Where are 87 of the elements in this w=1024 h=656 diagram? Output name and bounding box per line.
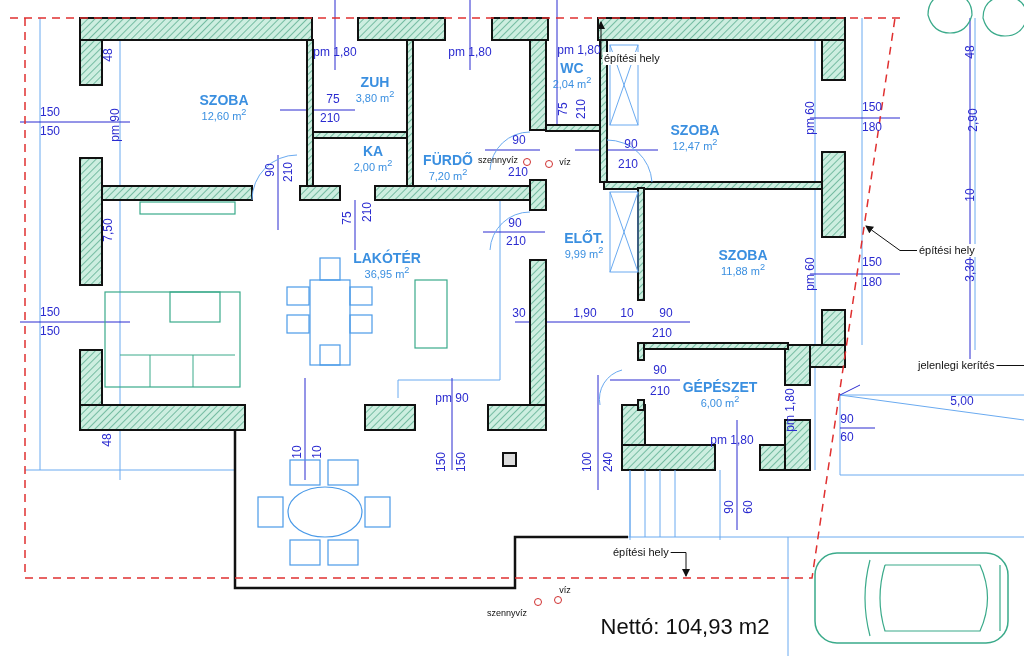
dimension-label: 10 [964, 188, 976, 202]
dimension-label: pm 1,80 [448, 46, 492, 58]
room-area: 3,80 m$^{2}$ [355, 90, 395, 104]
dimension-label: 210 [506, 235, 526, 247]
dimension-label: 180 [862, 121, 882, 133]
net-area-label: Nettó: 104,93 m2 [600, 616, 770, 638]
room-name: LAKÓTÉR [353, 251, 421, 265]
dimension-label: 210 [650, 385, 670, 397]
dimension-label: 100 [581, 452, 593, 472]
dimension-label: pm 1,80 [313, 46, 357, 58]
dimension-label: pm 90 [435, 392, 469, 404]
leader-label: építési hely [612, 546, 670, 559]
dimension-label: pm 60 [804, 257, 816, 291]
dimension-label: 150 [40, 306, 60, 318]
dimension-label: 210 [282, 162, 294, 182]
dimension-label: 90 [512, 134, 526, 146]
dimension-label: 150 [455, 452, 467, 472]
dimension-label: 210 [618, 158, 638, 170]
leader-line [995, 365, 1024, 366]
dimension-label: 150 [862, 256, 882, 268]
room-name: ELŐT. [564, 231, 604, 245]
dimension-label: 180 [862, 276, 882, 288]
leader-label: jelenlegi kerítés [917, 359, 996, 372]
room-name: SZOBA [718, 248, 768, 262]
dimension-label: 150 [40, 125, 60, 137]
dimension-label: 10 [291, 445, 303, 459]
dimension-label: 48 [101, 433, 113, 447]
dimension-label: 240 [602, 452, 614, 472]
dimension-label: 90 [624, 138, 638, 150]
dimension-label: 210 [652, 327, 672, 339]
dimension-label: 90 [508, 217, 522, 229]
dimension-label: 150 [435, 452, 447, 472]
dimension-label: 75 [341, 211, 353, 225]
room-area: 7,20 m$^{2}$ [428, 168, 468, 182]
dimension-label: 150 [40, 325, 60, 337]
dimension-label: 7,50 [102, 218, 114, 242]
dimension-label: pm 60 [804, 101, 816, 135]
dimension-label: 90 [723, 500, 735, 514]
dimension-label: 75 [326, 93, 340, 105]
leader-line [670, 552, 690, 577]
dimension-label: 210 [575, 99, 587, 119]
dimension-label: 30 [512, 307, 526, 319]
leader-label: építési hely [918, 244, 976, 257]
dimension-label: 1,90 [573, 307, 597, 319]
dimension-label: 5,00 [950, 395, 974, 407]
dimension-label: 75 [557, 102, 569, 116]
dimension-label: 150 [862, 101, 882, 113]
room-name: KA [362, 144, 384, 158]
dimension-label: 48 [102, 48, 114, 62]
dimension-label: pm 90 [109, 108, 121, 142]
room-area: 36,95 m$^{2}$ [364, 266, 410, 280]
room-name: SZOBA [670, 123, 720, 137]
dimension-label: 90 [659, 307, 673, 319]
dimension-label: 10 [311, 445, 323, 459]
dimension-label: 10 [620, 307, 634, 319]
dimension-label: pm 1,80 [710, 434, 754, 446]
room-name: ZUH [360, 75, 390, 89]
leader-label: építési hely [603, 52, 661, 65]
dimension-label: 60 [742, 500, 754, 514]
dimension-label: 48 [964, 45, 976, 59]
room-name: SZOBA [199, 93, 249, 107]
dimension-label: pm 1,80 [784, 388, 796, 432]
dimension-label: 90 [653, 364, 667, 376]
room-name: GÉPÉSZET [682, 380, 758, 394]
leader-line [865, 225, 918, 251]
utility-label: szennyvíz [478, 155, 518, 165]
utility-label: szennyvíz [487, 608, 527, 618]
dimension-label: 60 [840, 431, 854, 443]
dimension-label: 210 [361, 202, 373, 222]
dimension-label: 210 [320, 112, 340, 124]
room-area: 12,60 m$^{2}$ [201, 108, 247, 122]
utility-label: víz [559, 585, 571, 595]
dimension-label: 2,90 [967, 108, 979, 132]
room-area: 9,99 m$^{2}$ [564, 246, 604, 260]
room-area: 11,88 m$^{2}$ [721, 263, 765, 277]
room-area: 12,47 m$^{2}$ [672, 138, 718, 152]
dimension-label: 150 [40, 106, 60, 118]
dimension-label: 90 [264, 163, 276, 177]
room-name: WC [560, 61, 584, 75]
room-area: 6,00 m$^{2}$ [700, 395, 740, 409]
room-name: FÜRDŐ [423, 153, 473, 167]
room-area: 2,00 m$^{2}$ [353, 159, 393, 173]
leader-line [597, 21, 605, 59]
dimension-label: 90 [840, 413, 854, 425]
dimension-label: 210 [508, 166, 528, 178]
room-area: 2,04 m$^{2}$ [552, 76, 592, 90]
utility-label: víz [559, 157, 571, 167]
